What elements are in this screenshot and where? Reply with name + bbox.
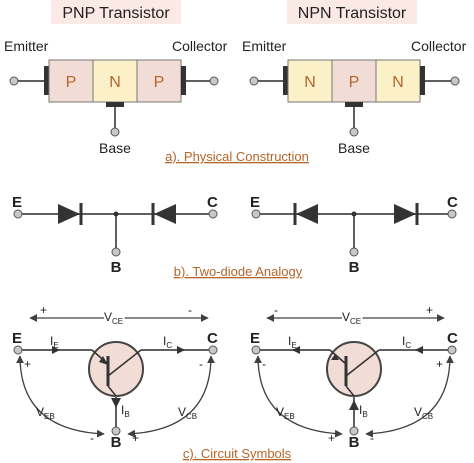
pnp-diode-c-label: C — [207, 194, 218, 211]
pnp-collector-contact — [181, 66, 186, 95]
svg-text:C: C — [447, 330, 458, 347]
npn-diode-b-label: B — [349, 259, 360, 276]
svg-text:E: E — [250, 330, 260, 347]
svg-text:+: + — [24, 357, 31, 371]
svg-text:VEB: VEB — [36, 405, 55, 421]
pnp-symbol: + - VCE E C IE IC IB B + - - + VEB VCB — [12, 303, 218, 451]
svg-text:IC: IC — [163, 334, 172, 350]
pnp-diode-e-label: E — [12, 194, 22, 211]
svg-text:-: - — [370, 431, 374, 445]
npn-region-2 — [331, 59, 377, 103]
svg-text:VCE: VCE — [342, 310, 361, 326]
svg-text:-: - — [262, 357, 266, 371]
svg-text:-: - — [274, 303, 278, 317]
pnp-emitter-terminal — [9, 76, 19, 86]
npn-collector-terminal — [450, 76, 460, 86]
npn-emitter-contact — [283, 66, 288, 95]
svg-text:B: B — [349, 434, 360, 451]
npn-base-contact — [345, 102, 363, 107]
pnp-region-2-label: N — [109, 74, 121, 91]
svg-text:IE: IE — [288, 334, 297, 350]
pnp-region-1 — [48, 59, 94, 103]
pnp-collector-label: Collector — [172, 38, 228, 54]
npn-diode-c-label: C — [447, 194, 458, 211]
svg-text:IC: IC — [402, 334, 411, 350]
pnp-region-3 — [136, 59, 182, 103]
svg-text:IE: IE — [50, 334, 59, 350]
npn-physical: NPN Transistor Emitter Collector N P N B… — [242, 0, 467, 156]
pnp-physical: PNP Transistor Emitter Collector P N P B… — [4, 0, 228, 156]
svg-text:VCB: VCB — [178, 405, 197, 421]
pnp-diode-b-label: B — [111, 259, 122, 276]
npn-diodes: E C B — [250, 194, 458, 276]
svg-text:VCB: VCB — [414, 405, 433, 421]
npn-emitter-terminal — [249, 76, 259, 86]
pnp-title-box — [51, 0, 181, 24]
npn-two-diode — [256, 213, 452, 248]
pnp-junction-dot — [113, 211, 119, 217]
pnp-base-terminal — [110, 127, 120, 137]
pnp-vce-label: V — [104, 310, 112, 324]
caption-physical: a). Physical Construction — [165, 149, 309, 164]
npn-diode-e-label: E — [250, 194, 260, 211]
caption-symbols: c). Circuit Symbols — [183, 446, 292, 461]
npn-collector-contact — [420, 66, 425, 95]
pnp-two-diode — [18, 213, 213, 248]
svg-text:+: + — [436, 357, 443, 371]
npn-region-3-label: N — [392, 74, 404, 91]
npn-title-box — [287, 0, 417, 24]
svg-text:IB: IB — [121, 403, 130, 419]
pnp-emitter-label: Emitter — [4, 38, 49, 54]
pnp-region-3-label: P — [154, 74, 165, 91]
npn-vce-label: V — [342, 310, 350, 324]
npn-region-3 — [375, 59, 421, 103]
svg-text:B: B — [111, 434, 122, 451]
svg-text:-: - — [90, 431, 94, 445]
pnp-diodes: E C B — [12, 194, 218, 276]
npn-emitter-label: Emitter — [242, 38, 287, 54]
svg-text:+: + — [328, 431, 335, 445]
npn-title: NPN Transistor — [298, 5, 407, 22]
npn-junction-dot — [351, 211, 357, 217]
svg-text:VCE: VCE — [104, 310, 123, 326]
svg-text:VEB: VEB — [276, 405, 295, 421]
npn-region-1 — [287, 59, 333, 103]
svg-text:+: + — [132, 431, 139, 445]
npn-diode-emitter — [296, 204, 318, 224]
npn-collector-label: Collector — [411, 38, 467, 54]
pnp-collector-terminal — [209, 76, 219, 86]
pnp-diode-collector — [154, 204, 176, 224]
svg-text:C: C — [207, 330, 218, 347]
svg-text:-: - — [188, 303, 192, 317]
npn-diode-collector — [394, 204, 416, 224]
svg-text:E: E — [12, 330, 22, 347]
pnp-region-1-label: P — [66, 74, 77, 91]
npn-base-label: Base — [338, 140, 370, 156]
pnp-base-label: Base — [99, 140, 131, 156]
npn-symbol: - + VCE E C IE IC IB B - + + - VEB VCB — [250, 303, 458, 451]
pnp-base-contact — [106, 102, 124, 107]
svg-text:+: + — [426, 303, 433, 317]
svg-text:IB: IB — [359, 403, 368, 419]
npn-region-2-label: P — [349, 74, 360, 91]
npn-base-terminal — [349, 127, 359, 137]
caption-two-diode: b). Two-diode Analogy — [174, 264, 303, 279]
pnp-title: PNP Transistor — [62, 5, 170, 22]
npn-region-1-label: N — [304, 74, 316, 91]
pnp-emitter-contact — [44, 66, 49, 95]
svg-text:-: - — [199, 357, 203, 371]
pnp-diode-emitter — [58, 204, 80, 224]
svg-text:+: + — [40, 303, 47, 317]
